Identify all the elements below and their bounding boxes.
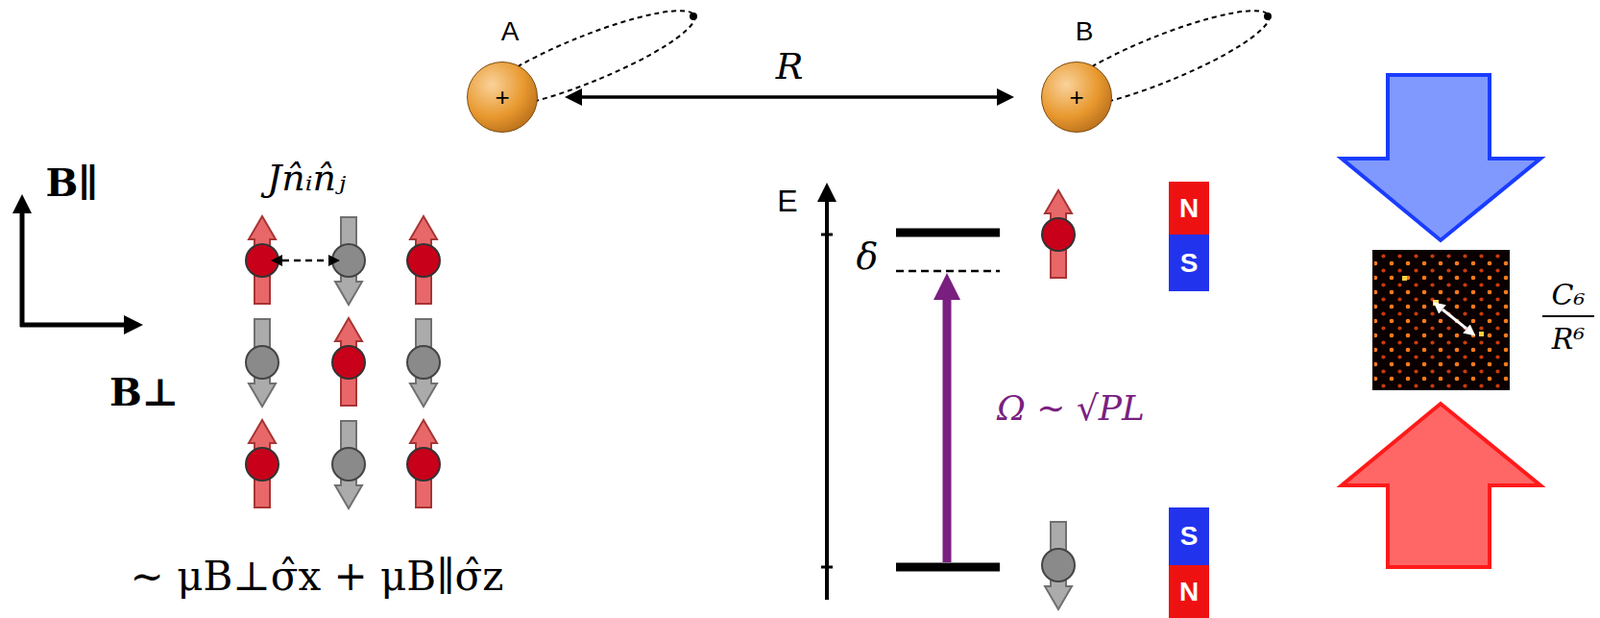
distance-arrow	[581, 95, 997, 99]
atom-label: A	[501, 16, 520, 48]
field-axis	[20, 322, 124, 328]
spin-up	[407, 216, 440, 304]
spin-up	[407, 419, 440, 508]
fraction-bar	[1542, 315, 1595, 317]
detuning-label: δ	[856, 237, 879, 278]
energy-axis-label: E	[776, 184, 798, 219]
spin-up	[245, 216, 279, 304]
pole-letter: S	[1180, 249, 1199, 277]
distance-label: R	[773, 47, 807, 88]
nucleus-charge: +	[494, 84, 510, 110]
field-hamiltonian: ∼ μB⊥σ̂x + μB∥σ̂z	[130, 554, 505, 599]
distance-arrow	[1442, 309, 1467, 329]
interaction-numerator: C₆	[1551, 278, 1586, 311]
spin-down	[245, 318, 279, 407]
atom-image	[1372, 249, 1510, 390]
atom-label: B	[1075, 16, 1094, 48]
magnet-pole: S	[1168, 507, 1210, 565]
field-axis-label: B∥	[46, 161, 99, 204]
nucleus-charge: +	[1068, 84, 1084, 110]
energy-level	[896, 228, 1000, 238]
pole-letter: N	[1179, 578, 1199, 606]
blue-arrow	[1341, 74, 1541, 241]
spin-down	[332, 420, 365, 509]
magnet-pole: N	[1168, 564, 1210, 618]
interaction-arrow	[282, 259, 329, 263]
pole-letter: N	[1179, 194, 1199, 222]
bright-atom	[1402, 275, 1407, 281]
energy-level	[896, 562, 1000, 572]
field-axis-label: B⊥	[109, 370, 179, 413]
energy-axis	[824, 201, 829, 600]
bright-atom	[1478, 331, 1484, 337]
interaction-denominator: R⁶	[1551, 322, 1586, 355]
axis-tick	[821, 565, 833, 569]
laser-level	[896, 269, 1000, 273]
spin-down	[332, 217, 365, 305]
spin-down	[407, 318, 440, 407]
red-arrow	[1341, 403, 1541, 567]
magnet-pole: S	[1168, 234, 1210, 291]
axis-tick	[821, 233, 833, 237]
electron	[689, 12, 698, 21]
interaction-term: Jn̂ᵢn̂ⱼ	[266, 158, 346, 199]
atom-a: A+	[466, 61, 538, 133]
atom-b: B+	[1041, 61, 1113, 133]
spin-down	[1042, 521, 1075, 609]
spin-up	[332, 317, 365, 406]
spin-up	[245, 419, 279, 508]
magnet-pole: N	[1168, 181, 1210, 235]
bright-atom	[1432, 299, 1439, 306]
laser-arrow	[943, 299, 952, 562]
spin-up	[1042, 190, 1075, 278]
rabi-frequency: Ω ∼ √PL	[996, 388, 1145, 428]
electron	[1263, 12, 1272, 21]
pole-letter: S	[1180, 522, 1199, 550]
field-axis	[20, 213, 25, 327]
atom-lattice	[1374, 251, 1508, 388]
